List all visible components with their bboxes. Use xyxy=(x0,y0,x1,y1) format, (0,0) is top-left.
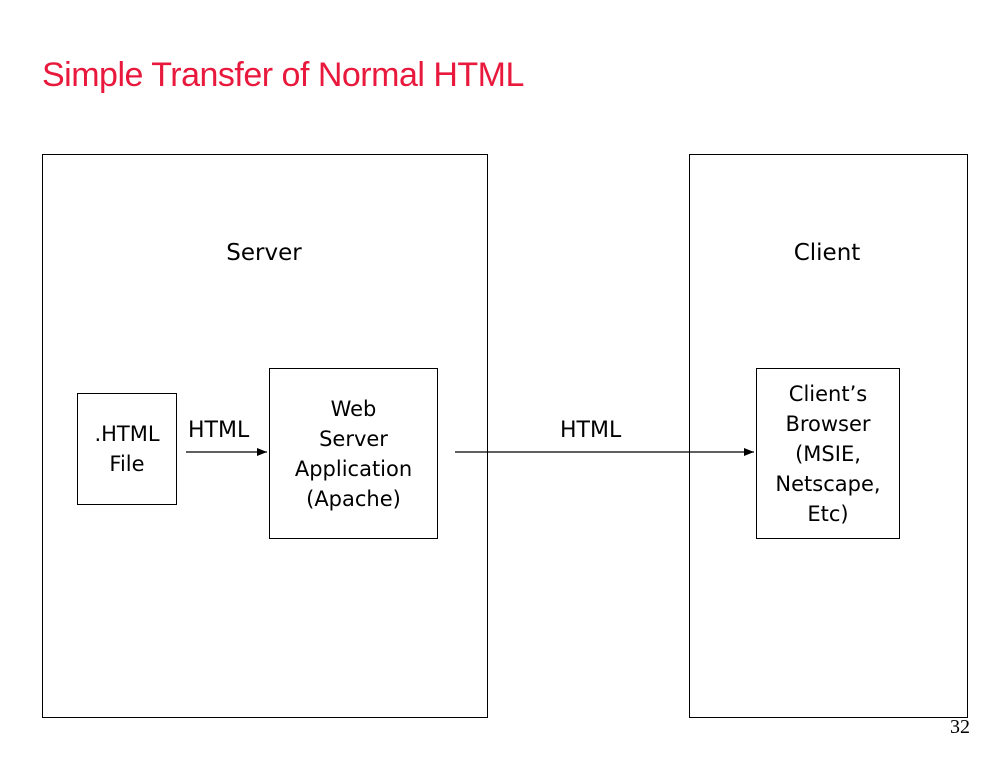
page-number: 32 xyxy=(950,716,970,738)
html-file-node: .HTML File xyxy=(77,393,177,505)
edge-label-server-to-browser: HTML xyxy=(560,418,622,443)
client-frame-label: Client xyxy=(793,240,861,266)
browser-node: Client’s Browser (MSIE, Netscape, Etc) xyxy=(756,368,900,539)
web-server-node-label: Web Server Application (Apache) xyxy=(294,396,413,511)
html-file-node-label: .HTML File xyxy=(94,422,160,476)
edge-label-file-to-server: HTML xyxy=(188,418,250,443)
slide-title: Simple Transfer of Normal HTML xyxy=(42,56,524,94)
server-frame-label: Server xyxy=(226,240,302,266)
browser-node-label: Client’s Browser (MSIE, Netscape, Etc) xyxy=(775,381,881,526)
web-server-node: Web Server Application (Apache) xyxy=(269,368,438,539)
